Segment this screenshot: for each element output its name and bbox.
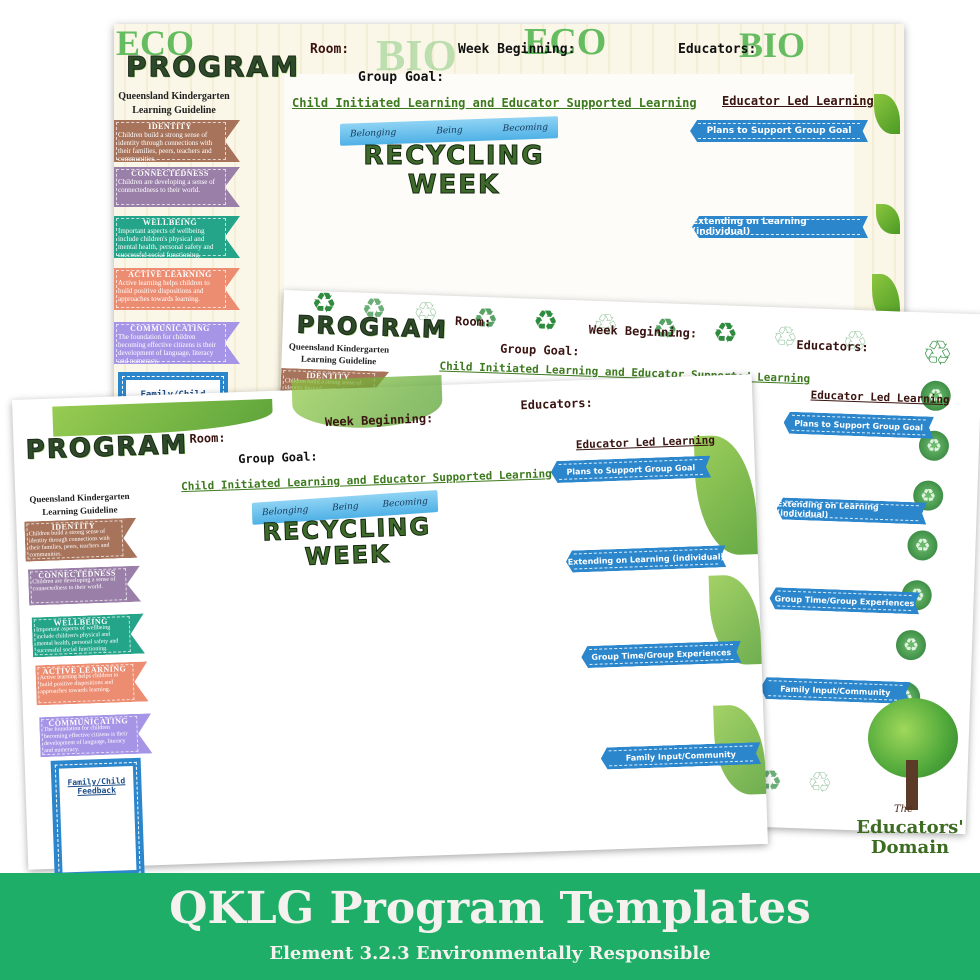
qklg-heading: Queensland Kindergarten Learning Guideli… [114, 90, 234, 118]
logo-name: Educators' Domain [840, 818, 980, 858]
learning-area-text: Active learning helps children to build … [39, 672, 119, 696]
template-eco-bio: ECO BIO ECO BIO PROGRAM Room: Week Begin… [114, 21, 904, 442]
banner-word: Being [436, 125, 463, 137]
learning-area-active-learning: ACTIVE LEARNING Active learning helps ch… [35, 661, 148, 705]
ribbon-plans-group-goal: Plans to Support Group Goal [783, 412, 934, 439]
eco-decor-word: ECO [524, 21, 607, 63]
child-initiated-heading: Child Initiated Learning and Educator Su… [180, 467, 553, 494]
program-title: PROGRAM [25, 429, 189, 466]
ribbon-extending-learning: Extending on Learning (individual) [776, 497, 927, 524]
ribbon-extending-learning: Extending on Learning (individual) [692, 216, 868, 238]
learning-area-communicating: COMMUNICATING The foundation for childre… [114, 322, 240, 364]
qklg-heading-line1: Queensland Kindergarten [118, 91, 230, 102]
theme-title: RECYCLING WEEK [256, 512, 438, 572]
week-beginning-label: Week Beginning: [324, 411, 434, 430]
program-title: PROGRAM [296, 310, 449, 344]
leaf-decor-icon [874, 94, 900, 134]
ribbon-group-time: Group Time/Group Experiences [769, 587, 920, 614]
educators-domain-logo: The Educators' Domain [840, 690, 980, 865]
child-initiated-heading: Child Initiated Learning and Educator Su… [292, 96, 697, 110]
learning-area-text: Children build a strong sense of identit… [28, 528, 110, 559]
qklg-heading: Queensland Kindergarten Learning Guideli… [283, 340, 394, 368]
learning-area-title: ACTIVE LEARNING [128, 270, 212, 279]
recycle-outline-icon: ♲ [921, 333, 954, 375]
recycle-outline-icon: ♲ [772, 320, 799, 354]
learning-area-text: Important aspects of wellbeing include c… [118, 227, 214, 259]
banner-word: Becoming [502, 122, 548, 135]
logo-the: The [894, 804, 914, 815]
learning-area-title: CONNECTEDNESS [131, 169, 209, 178]
learning-area-wellbeing: WELLBEING Important aspects of wellbeing… [32, 614, 145, 658]
learning-area-text: Active learning helps children to build … [118, 279, 210, 303]
learning-area-wellbeing: WELLBEING Important aspects of wellbeing… [114, 216, 240, 258]
program-title: PROGRAM [126, 50, 300, 84]
ribbon-extending-learning: Extending on Learning (individual) [566, 545, 727, 573]
footer-title: QKLG Program Templates [169, 883, 811, 934]
learning-area-text: The foundation for children becoming eff… [43, 724, 128, 755]
footer-subtitle: Element 3.2.3 Environmentally Responsibl… [269, 943, 711, 964]
logo-name-line2: Domain [870, 837, 950, 858]
learning-area-title: WELLBEING [142, 218, 198, 227]
learning-area-connectedness: CONNECTEDNESS Children are developing a … [114, 167, 240, 207]
feedback-label: Family/Child Feedback [67, 776, 126, 796]
educators-label: Educators: [520, 395, 593, 413]
banner-word: Being [332, 501, 359, 514]
template-green-leaves: PROGRAM Room: Week Beginning: Educators:… [12, 374, 768, 881]
eco-decor-word: ECO [116, 23, 195, 63]
leaf-side-decor-icon [693, 434, 758, 557]
tree-trunk-icon [906, 760, 918, 810]
group-goal-label: Group Goal: [237, 449, 318, 467]
group-goal-label: Group Goal: [358, 70, 445, 85]
learning-area-text: Children are developing a sense of conne… [118, 178, 215, 194]
room-label: Room: [189, 430, 226, 446]
theme-title: RECYCLING WEEK [344, 141, 564, 200]
educator-led-heading: Educator Led Learning [722, 94, 874, 108]
learning-area-title: IDENTITY [148, 122, 192, 131]
room-label: Room: [310, 42, 350, 57]
recycle-circle-icon: ♻ [895, 629, 927, 661]
learning-area-identity: IDENTITY Children build a strong sense o… [24, 518, 137, 562]
learning-area-text: Children are developing a sense of conne… [32, 576, 116, 593]
learning-area-text: Important aspects of wellbeing include c… [35, 624, 119, 655]
learning-area-text: The foundation for children becoming eff… [118, 333, 216, 365]
qklg-heading-line2: Learning Guideline [132, 105, 216, 116]
footer-banner: QKLG Program Templates Element 3.2.3 Env… [0, 873, 980, 980]
recycle-icon: ♻ [532, 303, 559, 338]
bio-decor-word: BIO [376, 31, 457, 80]
learning-area-identity: IDENTITY Children build a strong sense o… [114, 120, 240, 162]
learning-area-connectedness: CONNECTEDNESS Children are developing a … [28, 566, 141, 606]
ribbon-group-time: Group Time/Group Experiences [581, 641, 742, 669]
learning-area-communicating: COMMUNICATING The foundation for childre… [39, 713, 152, 757]
theme-title-line1: RECYCLING [363, 141, 545, 171]
qklg-heading: Queensland Kindergarten Learning Guideli… [21, 490, 138, 520]
recycle-outline-icon: ♲ [806, 765, 833, 800]
learning-area-title: COMMUNICATING [130, 324, 210, 333]
logo-name-line1: Educators' [856, 817, 964, 838]
banner-word: Becoming [382, 496, 428, 510]
room-label: Room: [454, 313, 492, 330]
leaf-decor-icon [876, 204, 900, 234]
recycle-icon: ♻ [712, 316, 739, 350]
theme-title-line2: WEEK [407, 169, 501, 200]
week-beginning-label: Week Beginning: [458, 42, 576, 57]
learning-area-active-learning: ACTIVE LEARNING Active learning helps ch… [114, 268, 240, 310]
bio-decor-word: BIO [739, 25, 806, 65]
banner-word: Belonging [350, 127, 397, 140]
educators-label: Educators: [796, 337, 869, 355]
recycle-circle-icon: ♻ [906, 529, 938, 561]
learning-area-text: Children build a strong sense of identit… [118, 131, 213, 163]
ribbon-plans-group-goal: Plans to Support Group Goal [690, 120, 868, 142]
ribbon-plans-group-goal: Plans to Support Group Goal [550, 456, 711, 484]
group-goal-label: Group Goal: [499, 341, 580, 359]
family-child-feedback-box: Family/Child Feedback [50, 757, 145, 881]
educators-label: Educators: [678, 42, 757, 57]
